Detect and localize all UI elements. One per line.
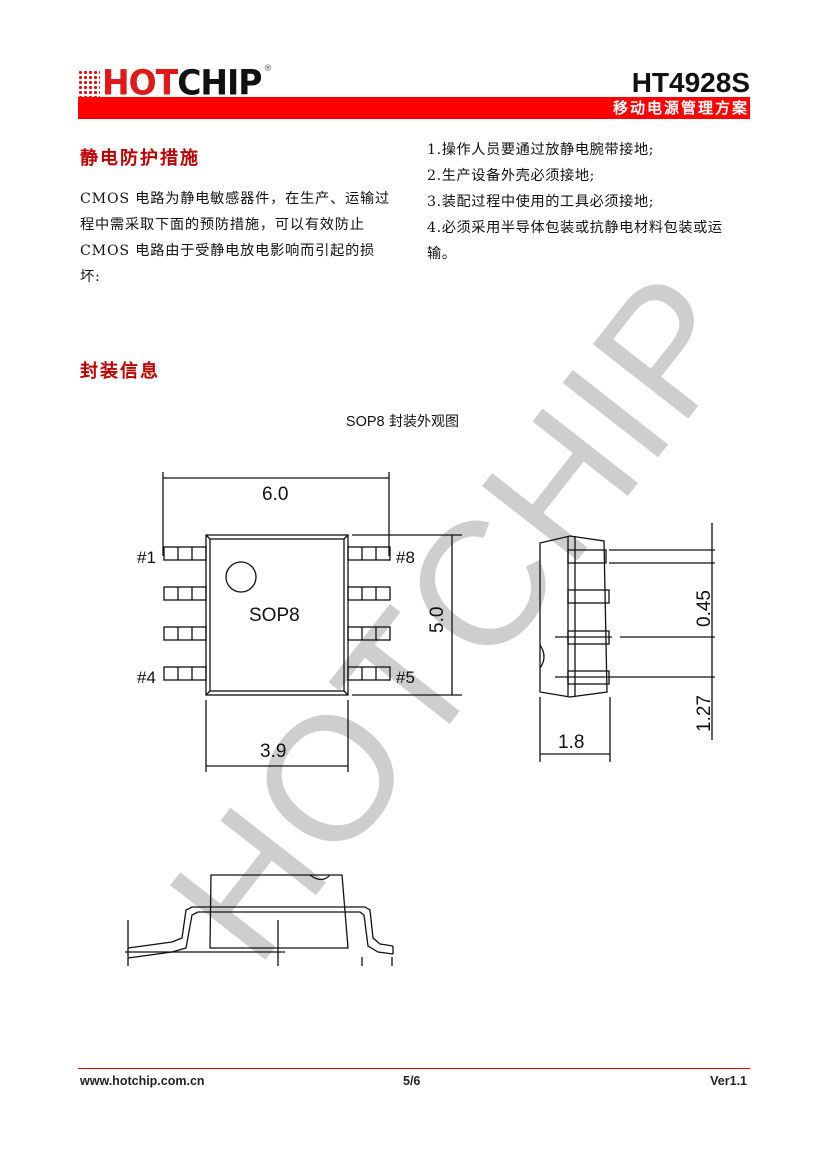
esd-intro-line: 程中需采取下面的预防措施，可以有效防止 — [80, 217, 365, 233]
side-view — [539, 523, 715, 762]
hotchip-logo: HOT CHIP ® — [78, 62, 273, 103]
logo-text-hot: HOT — [102, 62, 178, 103]
package-label: SOP8 — [249, 605, 300, 626]
list-item: 3.装配过程中使用的工具必须接地; — [427, 194, 655, 210]
pin-5-label: #5 — [396, 668, 415, 687]
esd-measures-list: 1.操作人员要通过放静电腕带接地; 2.生产设备外壳必须接地; 3.装配过程中使… — [427, 137, 747, 267]
list-item: 输。 — [427, 246, 457, 262]
esd-intro-line: CMOS 电路为静电敏感器件，在生产、运输过 — [80, 191, 391, 207]
esd-intro-line: CMOS 电路由于受静电放电影响而引起的损 — [80, 243, 376, 259]
pin-1-label: #1 — [137, 548, 156, 567]
top-view — [162, 472, 462, 772]
list-item: 4.必须采用半导体包装或抗静电材料包装或运 — [427, 220, 723, 236]
section-title-package: 封装信息 — [80, 361, 160, 382]
dim-body-width: 3.9 — [260, 741, 286, 762]
pin-8-label: #8 — [396, 548, 415, 567]
dim-body-height: 5.0 — [427, 607, 448, 633]
dim-pitch: 1.27 — [694, 695, 715, 732]
profile-view — [125, 874, 394, 966]
dim-lead-width: 0.45 — [694, 590, 715, 627]
esd-intro-line: 坏: — [80, 269, 101, 285]
registered-mark: ® — [263, 64, 273, 74]
caption-cn: 封装外观图 — [384, 414, 460, 430]
model-number: HT4928S — [631, 67, 750, 98]
figure-caption: SOP8 封装外观图 — [0, 411, 805, 431]
caption-en: SOP8 — [345, 414, 385, 430]
footer-divider — [78, 1068, 750, 1069]
list-item: 2.生产设备外壳必须接地; — [427, 168, 595, 184]
footer-page-number: 5/6 — [403, 1074, 421, 1088]
footer-version: Ver1.1 — [710, 1074, 747, 1088]
list-item: 1.操作人员要通过放静电腕带接地; — [427, 142, 655, 158]
logo-text-chip: CHIP — [177, 62, 262, 103]
header-subtitle: 移动电源管理方案 — [612, 99, 749, 117]
dim-width-overall: 6.0 — [262, 484, 288, 505]
section-title-esd: 静电防护措施 — [80, 148, 200, 169]
dim-height: 1.8 — [558, 732, 584, 753]
pin-4-label: #4 — [137, 668, 156, 687]
logo-dots-icon — [78, 70, 100, 98]
header-red-bar — [78, 97, 750, 119]
footer-url[interactable]: www.hotchip.com.cn — [80, 1074, 205, 1088]
esd-intro: CMOS 电路为静电敏感器件，在生产、运输过 程中需采取下面的预防措施，可以有效… — [80, 186, 400, 290]
